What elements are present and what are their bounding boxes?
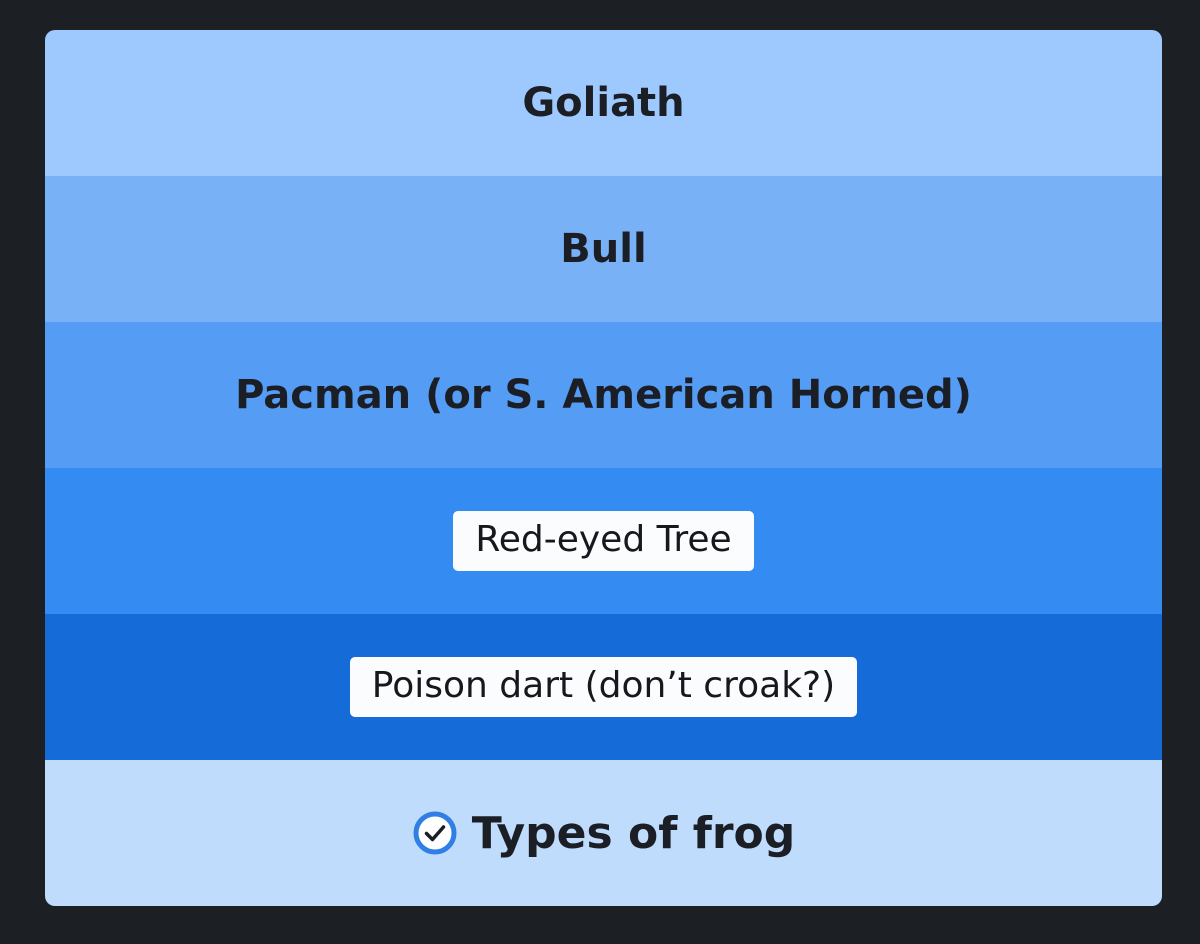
list-item-poison-dart: Poison dart (don’t croak?) <box>45 614 1162 760</box>
list-item-pacman: Pacman (or S. American Horned) <box>45 322 1162 468</box>
footer-content: Types of frog <box>412 807 796 859</box>
footer-label: Types of frog <box>471 807 796 859</box>
list-item-label: Goliath <box>522 80 685 126</box>
list-item-label-badge: Red-eyed Tree <box>453 511 754 571</box>
list-item-goliath: Goliath <box>45 30 1162 176</box>
list-item-red-eyed-tree: Red-eyed Tree <box>45 468 1162 614</box>
list-item-label-badge: Poison dart (don’t croak?) <box>349 657 858 717</box>
list-item-bull: Bull <box>45 176 1162 322</box>
list-item-label: Bull <box>560 226 647 272</box>
list-item-label: Pacman (or S. American Horned) <box>235 372 972 418</box>
check-circle-icon <box>412 810 458 856</box>
list-footer: Types of frog <box>45 760 1162 906</box>
frog-list-card: Goliath Bull Pacman (or S. American Horn… <box>45 30 1162 906</box>
